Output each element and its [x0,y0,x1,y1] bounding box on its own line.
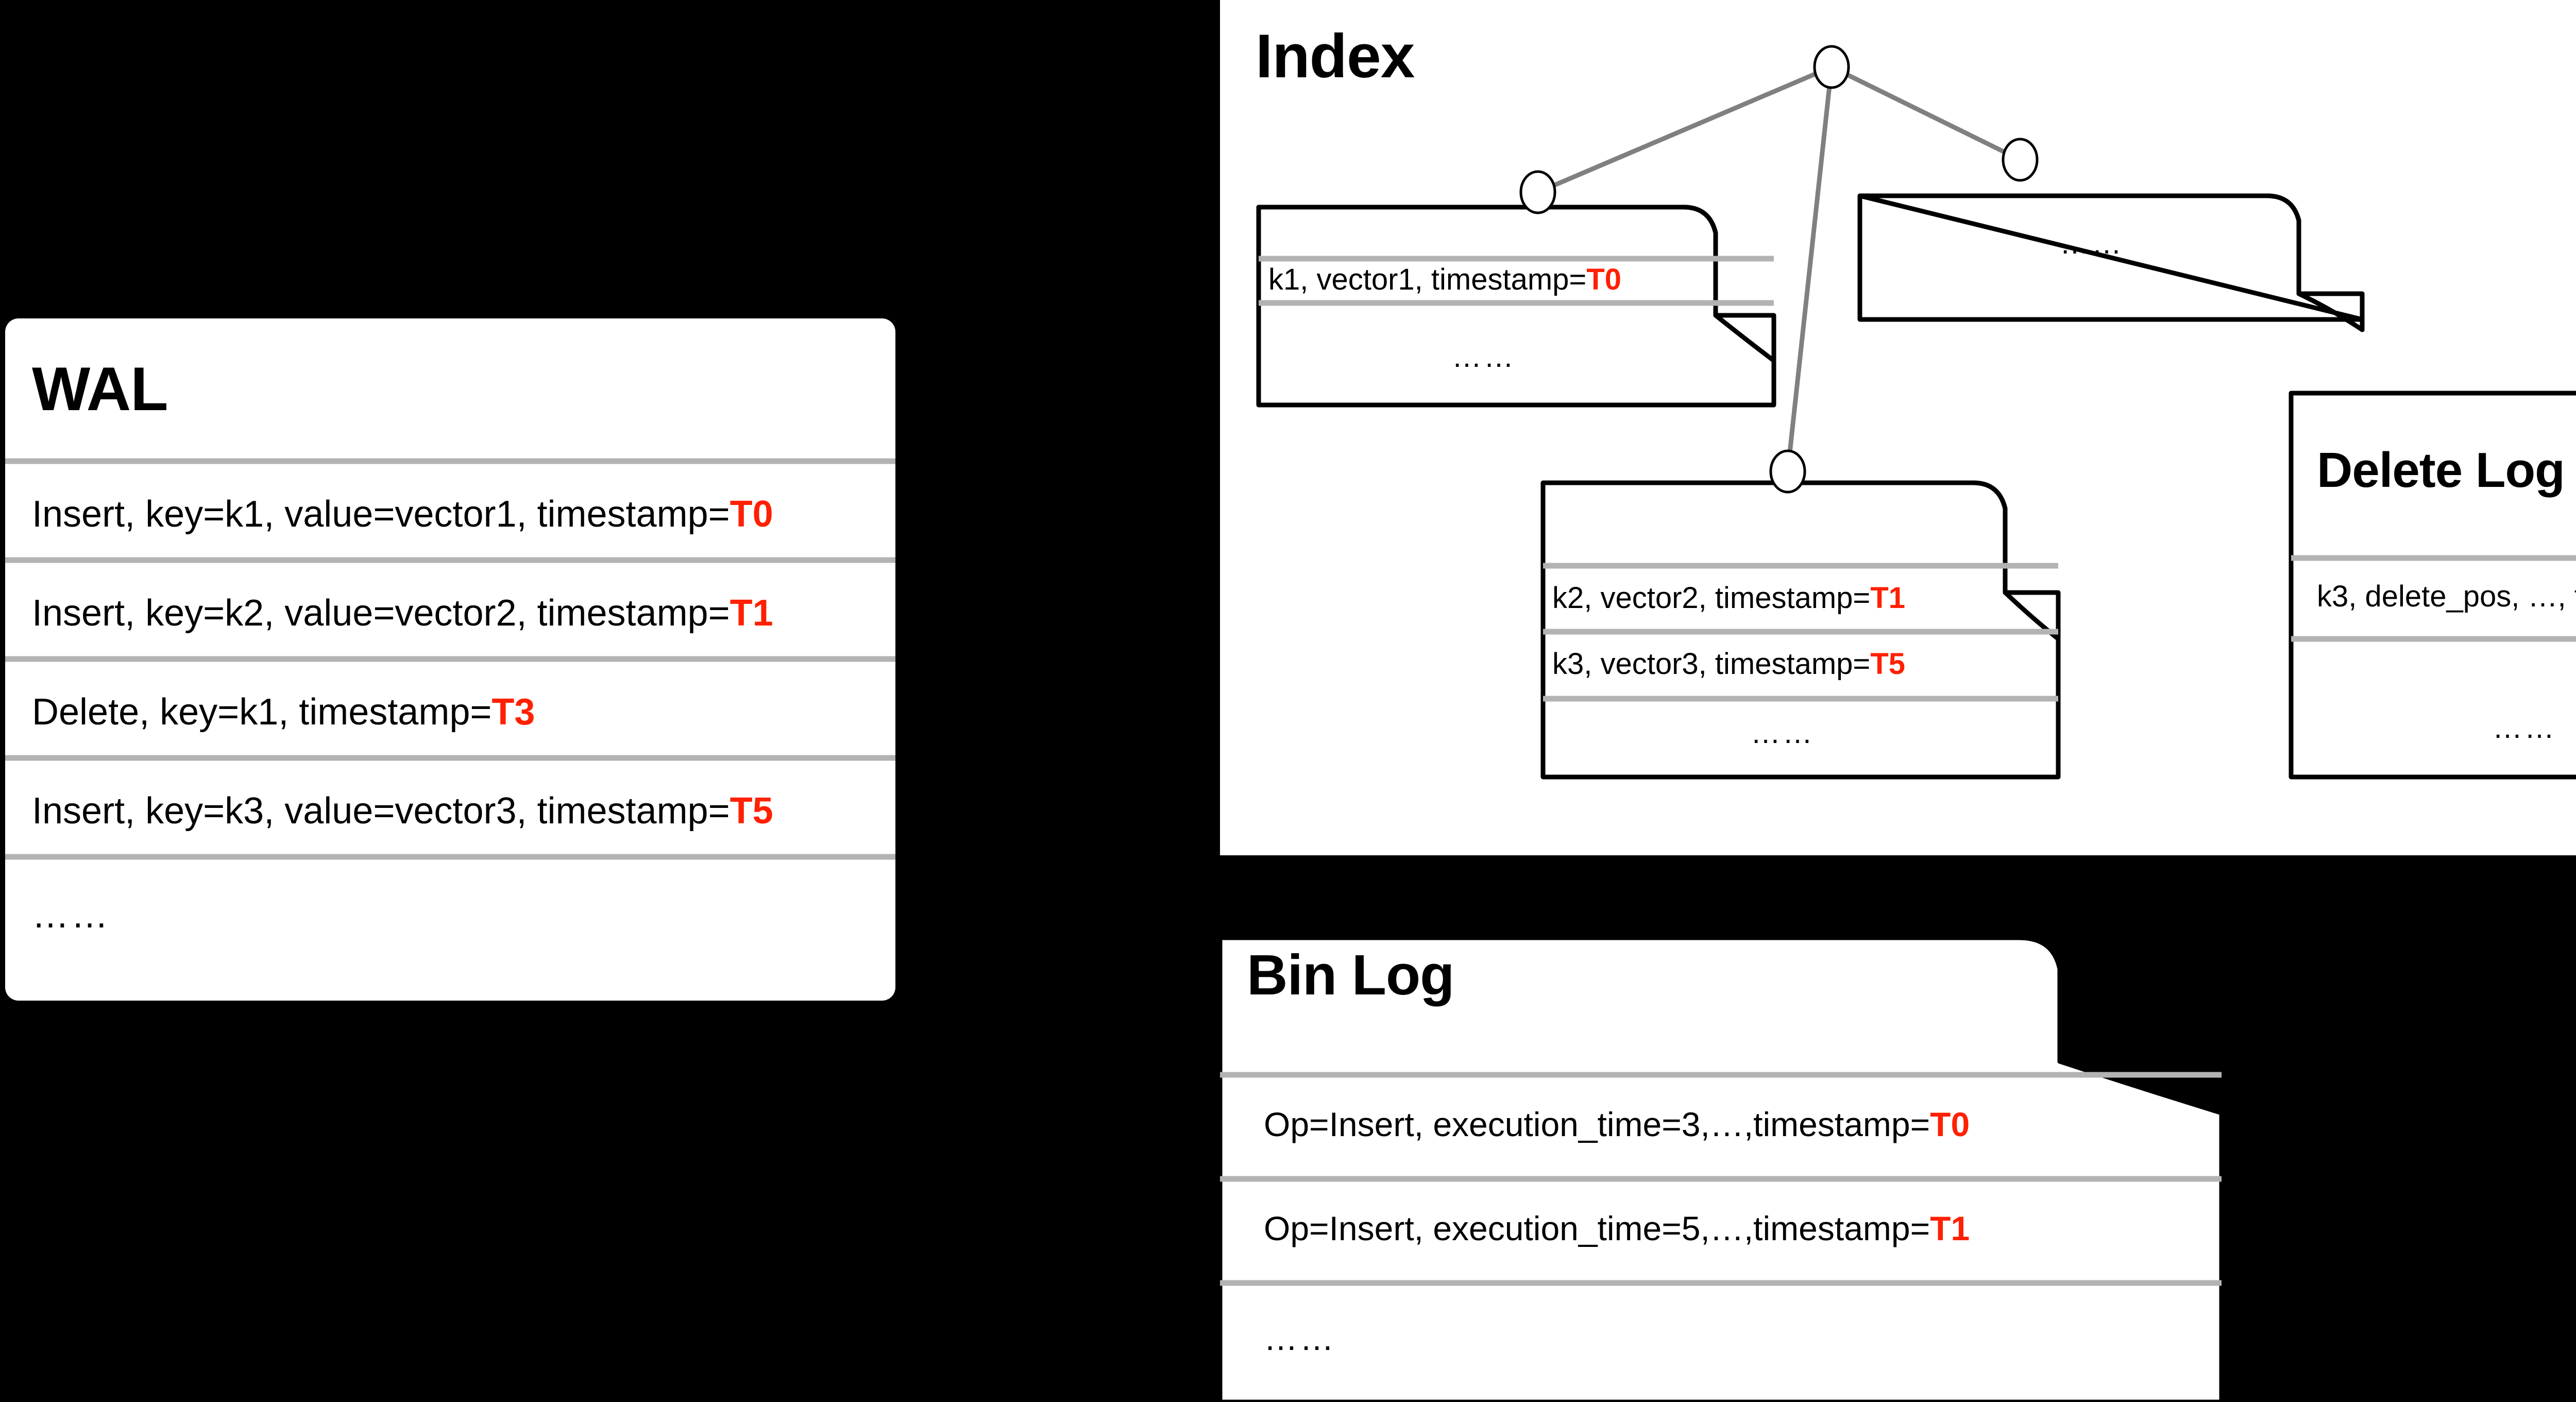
index-title: Index [1256,22,1415,91]
wal-panel: WAL Insert, key=k1, value=vector1, times… [5,318,895,1001]
wal-row-text: Insert, key=k1, value=vector1, timestamp… [32,494,730,535]
tree-node-middle [1769,449,1806,494]
wal-row-timestamp: T3 [492,691,535,733]
wal-row: Insert, key=k2, value=vector2, timestamp… [32,593,773,634]
bin-log-row-text: Op=Insert, execution_time=3,…,timestamp= [1264,1105,1930,1143]
wal-row-ellipsis: …… [32,894,110,936]
delete-log-shape [2289,391,2576,780]
index-leaf-k2k3: k2, vector2, timestamp=T1 k3, vector3, t… [1540,480,2061,780]
bin-log-row: Op=Insert, execution_time=5,…,timestamp=… [1264,1209,1970,1247]
leaf-k1-row: k1, vector1, timestamp=T0 [1268,263,1621,296]
bin-log-row: Op=Insert, execution_time=3,…,timestamp=… [1264,1105,1970,1143]
tree-edge-root-to-right [1831,64,2021,162]
wal-row-text: Insert, key=k2, value=vector2, timestamp… [32,593,730,634]
wal-row-timestamp: T1 [730,593,773,634]
index-leaf-right: …… [1857,193,2365,332]
leaf-k2k3-row-ellipsis: …… [1751,716,1815,750]
delete-log-box: Delete Log k3, delete_pos, …, timestamp=… [2289,391,2576,780]
bin-log-row-text: Op=Insert, execution_time=5,…,timestamp= [1264,1209,1930,1247]
leaf-k2k3-row-timestamp: T5 [1870,647,1905,681]
wal-row-text: Insert, key=k3, value=vector3, timestamp… [32,790,730,832]
leaf-k2k3-row-text: k2, vector2, timestamp= [1552,581,1870,615]
index-panel: Index k1, vector1, timestamp=T0 …… … [1220,0,2576,855]
tree-edge-root-to-middle [1785,66,1834,472]
bin-log-row-ellipsis: …… [1264,1319,1336,1357]
bin-log-panel: Bin Log Op=Insert, execution_time=3,…,ti… [1217,935,2224,1402]
index-leaf-k1: k1, vector1, timestamp=T0 …… [1256,205,1776,408]
leaf-right-fold [2264,193,2365,332]
tree-node-right [2002,138,2039,182]
leaf-k2k3-row-text: k3, vector3, timestamp= [1552,647,1870,681]
delete-log-row: k3, delete_pos, …, timestamp=T3 [2317,580,2576,613]
bin-log-fold [2017,935,2224,1116]
leaf-k1-shape [1256,205,1776,408]
wal-row: Delete, key=k1, timestamp=T3 [32,691,535,733]
wal-row: Insert, key=k1, value=vector1, timestamp… [32,494,773,535]
bin-log-row-timestamp: T1 [1930,1209,1970,1247]
wal-row-timestamp: T0 [730,494,773,535]
bin-log-row-timestamp: T0 [1930,1105,1970,1143]
tree-node-root [1813,45,1850,89]
leaf-right-row-ellipsis: …… [2060,227,2124,260]
tree-edge-root-to-left [1537,64,1833,195]
leaf-k2k3-row: k2, vector2, timestamp=T1 [1552,581,1905,615]
tree-node-left [1519,170,1556,214]
wal-row-timestamp: T5 [730,790,773,832]
wal-row: Insert, key=k3, value=vector3, timestamp… [32,790,773,832]
leaf-k1-fold [1681,205,1776,363]
delete-log-title: Delete Log [2317,443,2565,498]
wal-row-text: Delete, key=k1, timestamp= [32,691,492,733]
delete-log-row-ellipsis: …… [2493,711,2556,745]
leaf-k1-row-text: k1, vector1, timestamp= [1268,263,1586,296]
leaf-k2k3-row: k3, vector3, timestamp=T5 [1552,647,1905,681]
leaf-k1-row-timestamp: T0 [1586,263,1621,296]
delete-log-row-text: k3, delete_pos, …, timestamp= [2317,580,2576,613]
bin-log-title: Bin Log [1247,943,1454,1007]
leaf-k1-row-ellipsis: …… [1452,340,1516,374]
leaf-k2k3-row-timestamp: T1 [1870,581,1905,615]
wal-title: WAL [32,354,168,424]
